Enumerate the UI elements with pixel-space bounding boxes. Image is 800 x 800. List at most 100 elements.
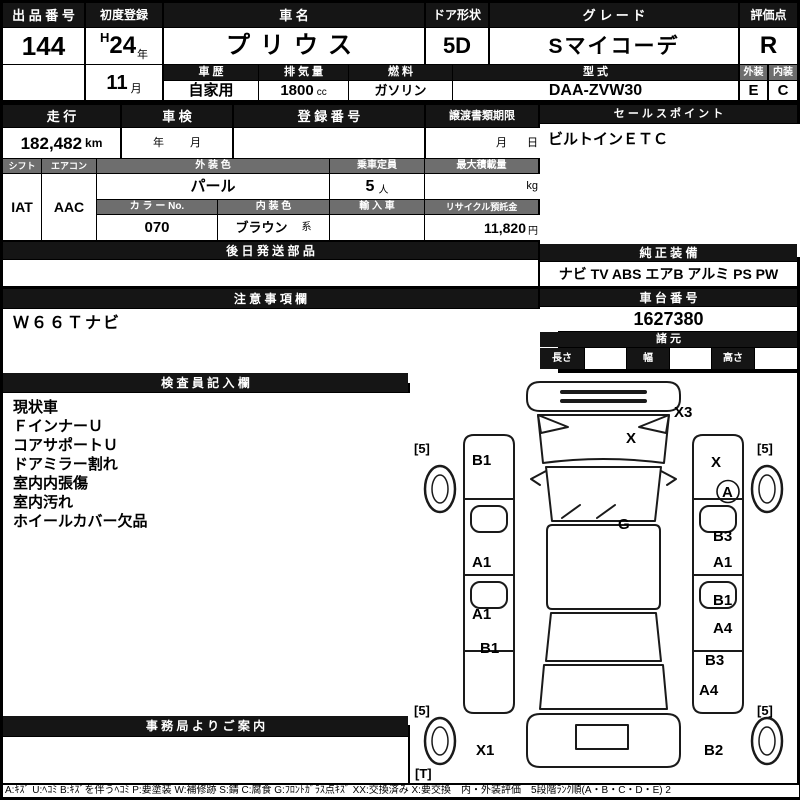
damage-marker: X bbox=[711, 454, 721, 471]
auction-no-empty bbox=[3, 65, 84, 100]
import-label: 輸 入 車 bbox=[330, 200, 424, 214]
damage-marker: B2 bbox=[704, 742, 723, 759]
grade: Sマイコーデ bbox=[490, 28, 738, 64]
shift: IAT bbox=[3, 174, 41, 240]
sales-point-label: セ ー ル ス ポ イ ン ト bbox=[540, 105, 797, 123]
damage-marker: [5] bbox=[757, 441, 773, 456]
transfer-deadline: 月 日 bbox=[426, 128, 548, 158]
inspector-note-item: 現状車 bbox=[13, 399, 59, 416]
reg-no bbox=[234, 128, 424, 158]
chassis-no-label: 車 台 番 号 bbox=[540, 289, 797, 306]
year-unit: 年 bbox=[137, 49, 149, 61]
length-value bbox=[585, 348, 626, 369]
exterior-color: パール bbox=[97, 174, 329, 199]
first-reg-label: 初度登録 bbox=[86, 3, 162, 27]
caution-label: 注 意 事 項 欄 bbox=[3, 289, 538, 308]
inspector-note-item: 室内汚れ bbox=[13, 494, 74, 511]
fuel: ガソリン bbox=[349, 81, 452, 100]
transfer-deadline-label: 譲渡書類期限 bbox=[426, 105, 538, 127]
height-value bbox=[755, 348, 797, 369]
interior-score: C bbox=[769, 81, 797, 100]
score: R bbox=[740, 28, 797, 64]
grade-label: グ レ ー ド bbox=[490, 3, 738, 27]
inspector-note-item: ホイールカバー欠品 bbox=[13, 513, 148, 530]
inspection-date: 年 月 bbox=[122, 128, 232, 158]
recycle-value: 11,820 bbox=[483, 219, 526, 236]
displacement: 1800 cc bbox=[259, 81, 348, 100]
inspector-note-item: 室内内張傷 bbox=[13, 475, 89, 492]
damage-marker: A4 bbox=[713, 620, 733, 637]
tires bbox=[423, 464, 784, 766]
reg-month-value: 11 bbox=[106, 71, 128, 94]
damage-marker: B3 bbox=[705, 652, 724, 669]
aircon: AAC bbox=[42, 174, 96, 240]
max-load: kg bbox=[425, 174, 546, 199]
color-no-label: カ ラ ー No. bbox=[97, 200, 217, 214]
reg-no-label: 登 録 番 号 bbox=[234, 105, 424, 127]
car-name-label: 車 名 bbox=[164, 3, 424, 27]
capacity-value: 5 bbox=[365, 177, 375, 195]
mileage-label: 走 行 bbox=[3, 105, 120, 127]
damage-marker: [5] bbox=[414, 703, 430, 718]
damage-marker: A4 bbox=[699, 682, 719, 699]
aircon-label: エアコン bbox=[42, 159, 96, 173]
length-label: 長さ bbox=[540, 348, 584, 369]
car-name: プリウス bbox=[164, 28, 424, 64]
later-parts-label: 後 日 発 送 部 品 bbox=[3, 242, 538, 259]
damage-marker: B3 bbox=[713, 528, 732, 545]
interior-color: ブラウン 系 bbox=[218, 215, 329, 240]
side-panels bbox=[463, 434, 744, 714]
inspection-year-unit: 年 bbox=[153, 136, 164, 149]
transfer-month-unit: 月 bbox=[496, 136, 507, 149]
inspector-note-item: ドアミラー割れ bbox=[13, 456, 118, 473]
max-load-label: 最大積載量 bbox=[425, 159, 538, 173]
import-value bbox=[330, 215, 424, 240]
car-body-outline bbox=[526, 381, 681, 768]
interior-label: 内装 bbox=[769, 65, 797, 80]
auction-no: 144 bbox=[3, 28, 84, 64]
damage-marker-circle bbox=[716, 479, 740, 504]
transfer-day-unit: 日 bbox=[527, 136, 538, 149]
model-label: 型 式 bbox=[453, 65, 738, 80]
mileage-unit: km bbox=[85, 136, 103, 150]
capacity-unit: 人 bbox=[378, 185, 389, 196]
exterior-label: 外装 bbox=[740, 65, 767, 80]
damage-marker: B1 bbox=[480, 640, 499, 657]
capacity: 5 人 bbox=[330, 174, 424, 199]
recycle-label: リサイクル預託金 bbox=[425, 200, 538, 214]
damage-marker: X bbox=[626, 430, 636, 447]
interior-color-suffix: 系 bbox=[301, 221, 312, 233]
damage-marker: [T] bbox=[415, 766, 432, 781]
door-shape-label: ドア形状 bbox=[426, 3, 488, 27]
width-label: 幅 bbox=[627, 348, 669, 369]
color-no: 070 bbox=[97, 215, 217, 240]
first-reg-month: 11 月 bbox=[86, 65, 162, 100]
caution-notes: Ｗ６６Ｔナビ bbox=[3, 309, 558, 383]
chassis-no: 1627380 bbox=[540, 307, 797, 331]
damage-marker: B1 bbox=[472, 452, 491, 469]
displacement-label: 排 気 量 bbox=[259, 65, 348, 80]
interior-color-value: ブラウン bbox=[235, 220, 288, 235]
mileage-value: 182,482 bbox=[20, 133, 83, 153]
exterior-color-label: 外 装 色 bbox=[97, 159, 329, 173]
mileage: 182,482 km bbox=[3, 128, 120, 158]
recycle-unit: 円 bbox=[528, 226, 538, 237]
later-parts bbox=[3, 260, 538, 286]
damage-marker: X1 bbox=[476, 742, 494, 759]
genuine-equip: ナビ TV ABS エアB アルミ PS PW bbox=[540, 262, 797, 286]
first-reg-year: H 24 年 bbox=[86, 28, 162, 64]
inspection-month-unit: 月 bbox=[190, 136, 201, 149]
door-shape: 5D bbox=[426, 28, 488, 64]
fuel-label: 燃 料 bbox=[349, 65, 452, 80]
height-label: 高さ bbox=[712, 348, 754, 369]
history-label: 車 歴 bbox=[164, 65, 258, 80]
auction-no-label: 出 品 番 号 bbox=[3, 3, 84, 27]
capacity-label: 乗車定員 bbox=[330, 159, 424, 173]
inspector-notes-label: 検 査 員 記 入 欄 bbox=[3, 373, 408, 392]
inspection-label: 車 検 bbox=[122, 105, 232, 127]
history: 自家用 bbox=[164, 81, 258, 100]
